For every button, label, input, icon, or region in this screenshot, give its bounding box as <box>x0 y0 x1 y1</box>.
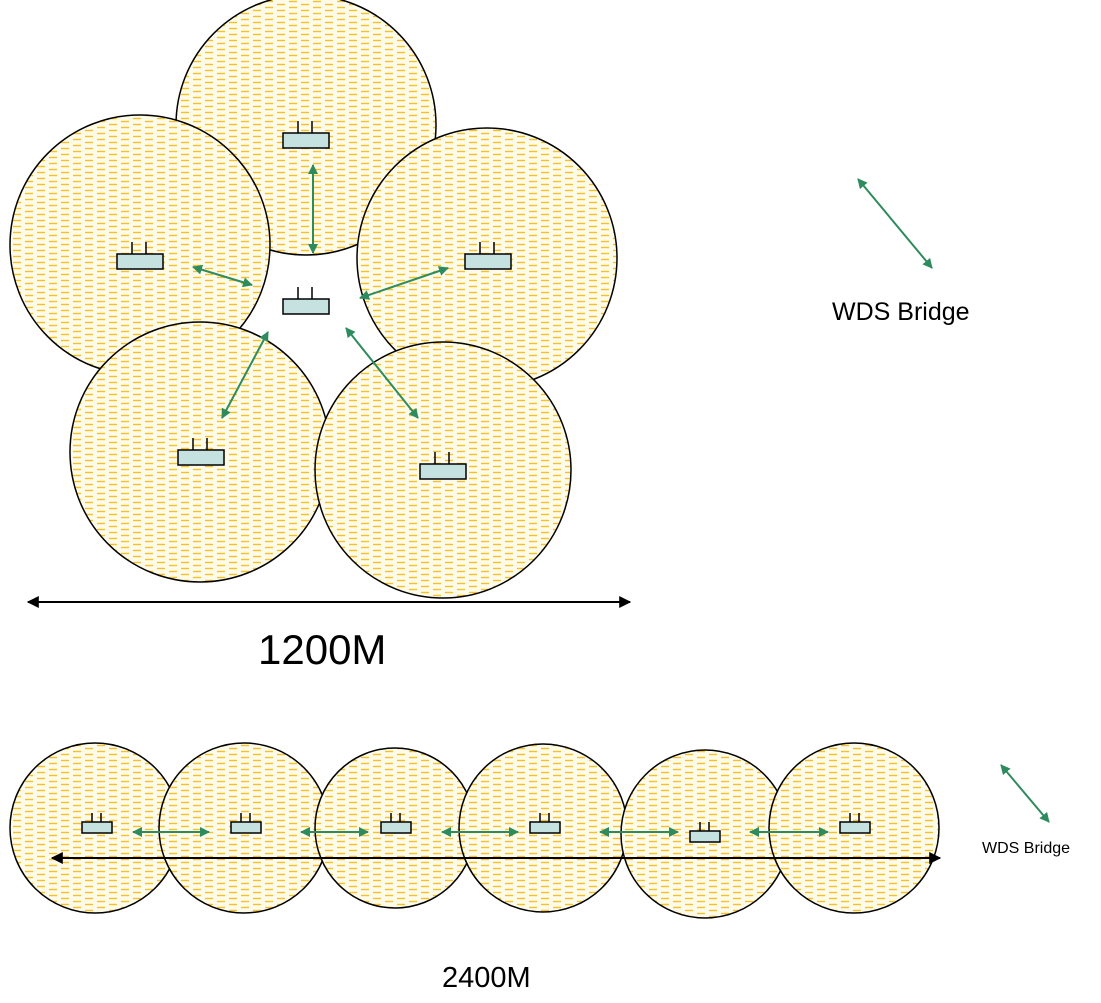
wds-bridge-link <box>192 264 253 288</box>
access-point-icon <box>419 452 467 480</box>
wds-bridge-legend-arrow <box>1000 764 1050 823</box>
access-point-icon <box>230 813 262 834</box>
wds-bridge-link <box>345 327 419 419</box>
access-point-icon <box>839 813 871 834</box>
wds-bridge-link <box>221 331 269 419</box>
access-point-icon <box>380 813 412 834</box>
distance-label-2400m: 2400M <box>442 962 531 994</box>
distance-label-1200m: 1200M <box>258 626 387 673</box>
access-point-icon <box>116 242 164 270</box>
access-point-icon <box>689 822 721 843</box>
wds-bridge-link <box>359 266 449 300</box>
wds-bridge-legend-label-small: WDS Bridge <box>982 840 1071 857</box>
top-cluster <box>9 0 933 608</box>
access-point-icon <box>282 121 330 149</box>
bottom-chain <box>9 742 1050 919</box>
wds-bridge-legend-label: WDS Bridge <box>832 298 970 326</box>
access-point-icon <box>282 287 330 315</box>
wds-bridge-legend-arrow <box>857 178 933 269</box>
access-point-icon <box>464 242 512 270</box>
access-point-icon <box>529 813 561 834</box>
access-point-icon <box>81 813 113 834</box>
access-point-icon <box>177 438 225 466</box>
